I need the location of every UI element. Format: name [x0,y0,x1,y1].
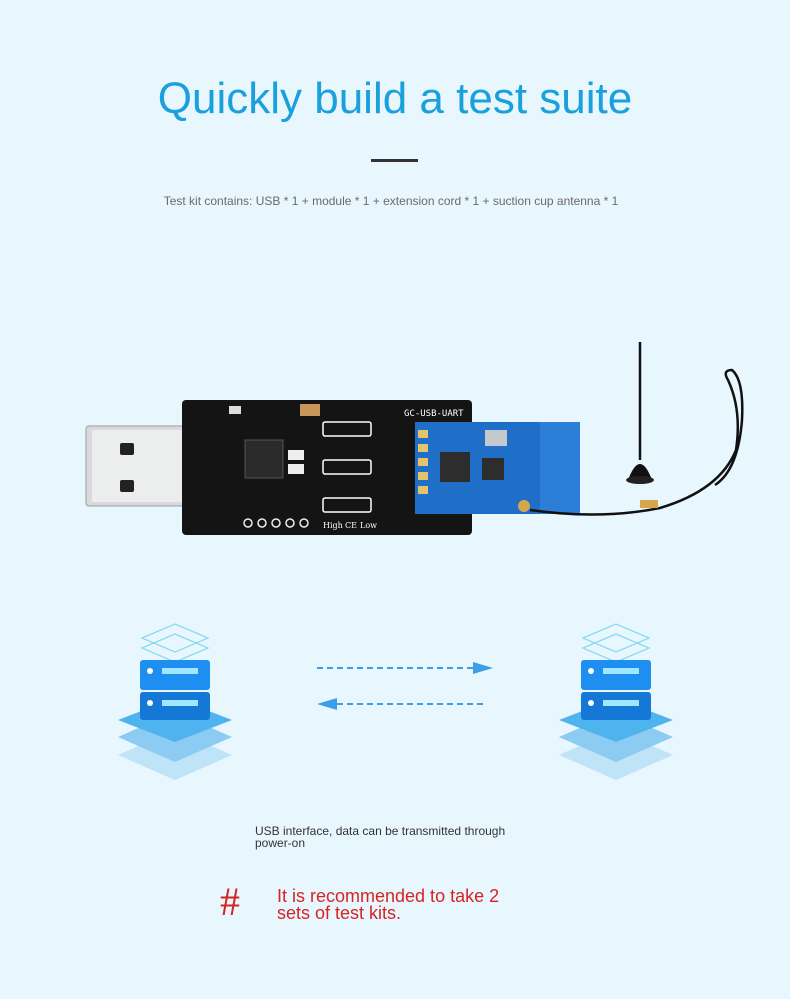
usb-test-kit-image: GC-USB-UART High CE Low [85,342,744,535]
board-brand-label: GC-USB-UART [404,409,464,419]
arrow-left-head [317,698,337,710]
data-transfer-arrows [317,662,493,710]
suction-antenna [626,342,654,484]
pcb-board: GC-USB-UART High CE Low [182,400,472,535]
hash-symbol: # [220,879,240,924]
recommendation-note: It is recommended to take 2 sets of test… [277,886,500,923]
arrow-right-head [473,662,493,674]
page-title: Quickly build a test suite [157,74,633,123]
wireless-module [415,422,580,514]
jumper-label-ce: CE [345,521,357,530]
right-server-icon [559,623,673,780]
left-server-icon [118,623,232,780]
usb-interface-caption: USB interface, data can be transmitted t… [255,824,506,850]
title-divider [371,159,418,162]
jumper-label-low: Low [360,521,377,530]
jumper-label-high: High [323,521,343,530]
kit-contents-text: Test kit contains: USB * 1 + module * 1 … [163,194,619,208]
usb-plug [85,425,212,507]
antenna-cable [529,368,744,516]
